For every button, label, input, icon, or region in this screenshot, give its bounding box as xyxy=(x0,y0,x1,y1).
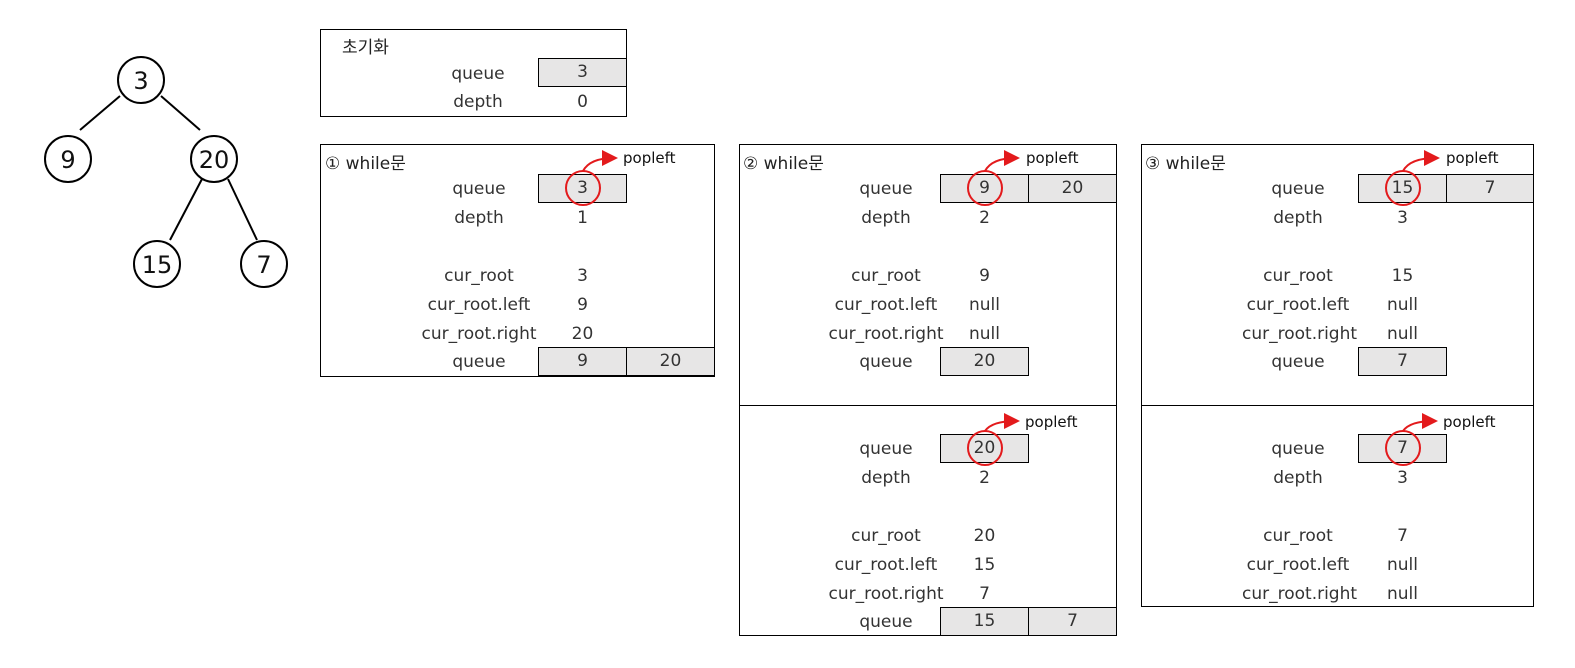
cur-root-left-label: cur_root.left xyxy=(1246,555,1350,575)
queue-cell: 9 xyxy=(538,347,627,376)
depth-value: 2 xyxy=(979,208,990,228)
cur-root-value: 7 xyxy=(1397,526,1408,546)
loop2-panel xyxy=(739,144,1117,636)
cur-root-right-value: 7 xyxy=(979,584,990,604)
loop3-panel xyxy=(1141,144,1534,607)
tree-node xyxy=(44,135,92,183)
popleft-label: popleft xyxy=(1446,149,1499,167)
panel-divider xyxy=(1142,405,1533,406)
depth-value: 3 xyxy=(1397,468,1408,488)
cur-root-right-value: null xyxy=(1387,584,1418,604)
popleft-label: popleft xyxy=(1026,149,1079,167)
cur-root-right-value: null xyxy=(969,324,1000,344)
depth-label: depth xyxy=(453,92,503,112)
tree-node xyxy=(133,240,181,288)
queue-cell: 7 xyxy=(1358,434,1447,463)
cur-root-value: 9 xyxy=(979,266,990,286)
tree-edge xyxy=(227,178,258,241)
cur-root-label: cur_root xyxy=(851,526,921,546)
cur-root-label: cur_root xyxy=(444,266,514,286)
cur-root-right-label: cur_root.right xyxy=(828,324,944,344)
queue-label: queue xyxy=(1271,179,1325,199)
queue-label: queue xyxy=(859,439,913,459)
queue-cell: 20 xyxy=(940,434,1029,463)
cur-root-value: 20 xyxy=(973,526,996,546)
loop2-title: ② while문 xyxy=(743,154,824,174)
tree-node xyxy=(240,240,288,288)
queue-label: queue xyxy=(452,352,506,372)
tree-node-label: 3 xyxy=(133,67,148,95)
queue-label: queue xyxy=(452,179,506,199)
queue-label: queue xyxy=(1271,352,1325,372)
init-title: 초기화 xyxy=(342,38,389,58)
cur-root-left-value: null xyxy=(1387,555,1418,575)
cur-root-left-value: null xyxy=(969,295,1000,315)
queue-cell: 15 xyxy=(940,607,1029,636)
tree-node xyxy=(190,135,238,183)
queue-cell: 7 xyxy=(1028,607,1117,636)
cur-root-right-value: 20 xyxy=(571,324,594,344)
panel-divider xyxy=(740,405,1116,406)
loop1-title: ① while문 xyxy=(325,154,406,174)
cur-root-left-label: cur_root.left xyxy=(834,555,938,575)
queue-cell: 20 xyxy=(1028,174,1117,203)
loop3-title: ③ while문 xyxy=(1145,154,1226,174)
queue-label: queue xyxy=(859,352,913,372)
cur-root-label: cur_root xyxy=(851,266,921,286)
queue-cell: 7 xyxy=(1446,174,1534,203)
cur-root-right-label: cur_root.right xyxy=(1242,584,1358,604)
depth-value: 1 xyxy=(577,208,588,228)
tree-edge xyxy=(79,95,121,131)
queue-cell: 3 xyxy=(538,58,627,87)
queue-label: queue xyxy=(859,612,913,632)
cur-root-left-label: cur_root.left xyxy=(834,295,938,315)
cur-root-label: cur_root xyxy=(1263,526,1333,546)
queue-cell: 20 xyxy=(940,347,1029,376)
tree-node-label: 20 xyxy=(199,146,230,174)
cur-root-right-label: cur_root.right xyxy=(1242,324,1358,344)
depth-label: depth xyxy=(861,468,911,488)
cur-root-left-label: cur_root.left xyxy=(427,295,531,315)
cur-root-right-label: cur_root.right xyxy=(828,584,944,604)
queue-label: queue xyxy=(451,64,505,84)
tree-node-label: 7 xyxy=(256,251,271,279)
popleft-label: popleft xyxy=(1025,413,1078,431)
popleft-label: popleft xyxy=(623,149,676,167)
queue-cell: 7 xyxy=(1358,347,1447,376)
cur-root-left-value: 15 xyxy=(973,555,996,575)
depth-value: 0 xyxy=(577,92,588,112)
cur-root-label: cur_root xyxy=(1263,266,1333,286)
queue-cell: 3 xyxy=(538,174,627,203)
queue-cell: 20 xyxy=(626,347,715,376)
cur-root-right-label: cur_root.right xyxy=(421,324,537,344)
depth-label: depth xyxy=(1273,468,1323,488)
depth-label: depth xyxy=(454,208,504,228)
tree-node xyxy=(117,56,165,104)
tree-node-label: 9 xyxy=(60,146,75,174)
depth-label: depth xyxy=(861,208,911,228)
tree-edges xyxy=(79,95,258,241)
cur-root-value: 3 xyxy=(577,266,588,286)
tree-edge xyxy=(169,178,203,241)
popleft-label: popleft xyxy=(1443,413,1496,431)
depth-value: 3 xyxy=(1397,208,1408,228)
depth-label: depth xyxy=(1273,208,1323,228)
cur-root-left-value: 9 xyxy=(577,295,588,315)
depth-value: 2 xyxy=(979,468,990,488)
queue-cell: 15 xyxy=(1358,174,1447,203)
queue-label: queue xyxy=(1271,439,1325,459)
loop1-panel xyxy=(320,144,715,377)
cur-root-right-value: null xyxy=(1387,324,1418,344)
cur-root-left-value: null xyxy=(1387,295,1418,315)
cur-root-left-label: cur_root.left xyxy=(1246,295,1350,315)
queue-cell: 9 xyxy=(940,174,1029,203)
tree-edge xyxy=(160,95,201,131)
queue-label: queue xyxy=(859,179,913,199)
cur-root-value: 15 xyxy=(1391,266,1414,286)
tree-node-label: 15 xyxy=(142,251,173,279)
